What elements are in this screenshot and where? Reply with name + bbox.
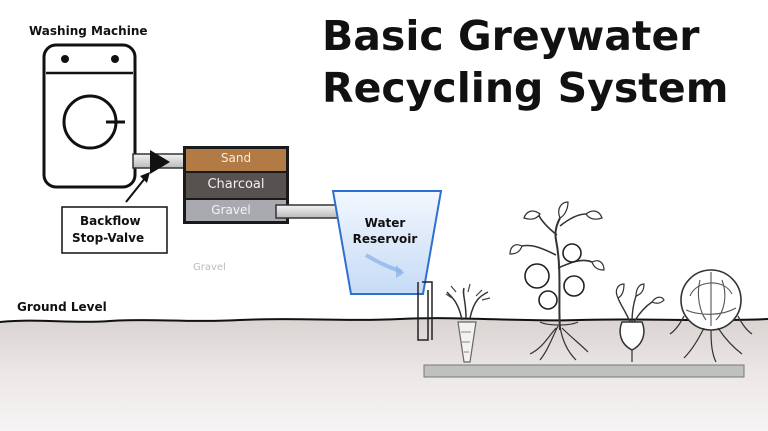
filter-label-charcoal: Charcoal bbox=[207, 177, 265, 192]
cabbage-plant-icon bbox=[669, 269, 753, 363]
washing-machine-label: Washing Machine bbox=[29, 24, 148, 38]
backflow-label-line-2: Stop-Valve bbox=[72, 231, 145, 245]
reservoir-label-line-2: Reservoir bbox=[352, 232, 418, 246]
filter-label-gravel: Gravel bbox=[211, 203, 251, 217]
tomato-plant-icon bbox=[509, 201, 605, 361]
filter-box bbox=[183, 146, 289, 224]
filter-layer-charcoal bbox=[186, 173, 286, 198]
title-line-1: Basic Greywater bbox=[322, 12, 700, 60]
carrot-plant-icon bbox=[445, 283, 491, 363]
reservoir-outlet-pipe bbox=[417, 281, 433, 341]
irrigation-pipe bbox=[423, 364, 745, 378]
reservoir-label-line-1: Water bbox=[364, 216, 406, 230]
filter-layer-gravel bbox=[186, 200, 286, 221]
ground-level-line bbox=[0, 317, 768, 323]
water-reservoir bbox=[331, 190, 443, 295]
backflow-pointer bbox=[125, 172, 150, 203]
beet-plant-icon bbox=[615, 283, 665, 362]
ground bbox=[0, 317, 768, 431]
gravel-stray-label: Gravel bbox=[193, 262, 226, 273]
washing-machine-icon bbox=[42, 43, 137, 189]
filter-label-sand: Sand bbox=[220, 151, 252, 165]
filter-layer-sand bbox=[186, 149, 286, 171]
ground-level-label: Ground Level bbox=[17, 300, 107, 314]
backflow-label-line-1: Backflow bbox=[80, 214, 141, 228]
outlet-pipe bbox=[132, 150, 186, 174]
title-line-2: Recycling System bbox=[322, 64, 729, 112]
backflow-label-box bbox=[61, 206, 168, 254]
